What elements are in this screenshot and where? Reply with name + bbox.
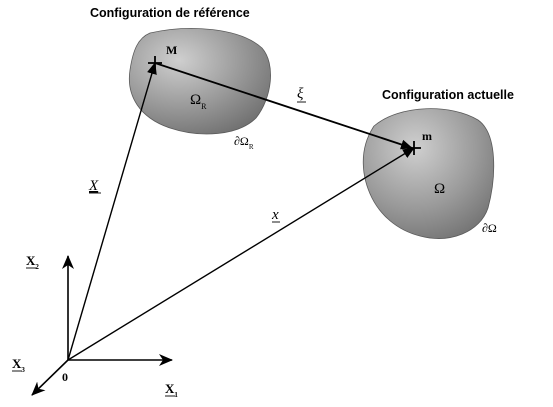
reference-config-title: Configuration de référence [90, 6, 250, 20]
axis-X1-subscript: 1 [174, 391, 178, 399]
reference-domain-symbol: Ω [190, 92, 201, 108]
axis-X3 [31, 359, 69, 396]
current-config-title: Configuration actuelle [382, 88, 514, 102]
axis-X2-label: X2 [26, 253, 39, 271]
reference-body [128, 28, 271, 135]
point-m-marker [407, 141, 421, 155]
axis-X2-subscript: 2 [35, 263, 39, 271]
current-domain-label: Ω [434, 181, 445, 197]
current-boundary-label: ∂Ω [482, 221, 497, 235]
vector-xi-label: ξ [297, 86, 304, 102]
axis-X3-label: X3 [12, 356, 25, 374]
reference-boundary-symbol: ∂Ω [234, 134, 249, 148]
point-M-marker [148, 56, 162, 70]
vector-xi [154, 62, 413, 150]
reference-domain-label: ΩR [190, 92, 207, 111]
point-M-label: M [166, 43, 177, 57]
vector-X [67, 62, 157, 361]
reference-domain-subscript: R [201, 102, 207, 111]
vector-X-label: X [88, 178, 99, 194]
axis-X3-symbol: X [12, 356, 22, 371]
axis-X2-symbol: X [26, 253, 36, 268]
current-body [362, 108, 495, 239]
axis-X3-subscript: 3 [21, 366, 25, 374]
vector-x [67, 147, 415, 361]
reference-boundary-label: ∂ΩR [234, 134, 254, 151]
vector-x-label: x [271, 207, 279, 223]
reference-boundary-subscript: R [249, 143, 254, 151]
point-m-label: m [422, 129, 432, 143]
axis-X1-symbol: X [165, 381, 175, 396]
origin-label: 0 [62, 370, 68, 384]
axis-X1-label: X1 [165, 381, 178, 399]
